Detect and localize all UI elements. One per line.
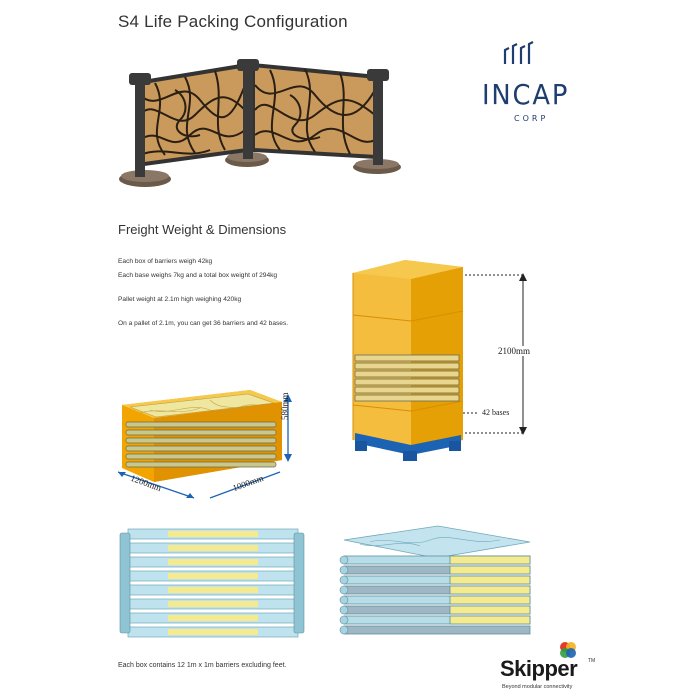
skipper-name: Skipper [500, 656, 578, 681]
info-line-2: Each base weighs 7kg and a total box wei… [118, 272, 278, 279]
box-height-label: 580mm [280, 392, 290, 420]
barrier-product-image [119, 59, 401, 187]
section-subtitle: Freight Weight & Dimensions [118, 222, 287, 237]
barrier-box-image [117, 390, 292, 499]
info-line-4: On a pallet of 2.1m, you can get 36 barr… [118, 320, 289, 327]
pallet-stack-image [352, 260, 527, 461]
incap-sub: CORP [514, 114, 549, 123]
footer-note: Each box contains 12 1m x 1m barriers ex… [118, 662, 287, 669]
skipper-tagline: Beyond modular connectivity [502, 684, 573, 690]
skipper-tm: TM [588, 658, 596, 664]
pallet-height-label: 2100mm [498, 346, 531, 356]
skipper-emblem-icon [560, 642, 576, 658]
page-title: S4 Life Packing Configuration [118, 12, 348, 31]
incap-logo: INCAP CORP [480, 40, 570, 130]
info-line-1: Each box of barriers weigh 42kg [118, 258, 213, 265]
stacked-barriers-image [339, 525, 531, 635]
flat-barriers-image [119, 528, 305, 638]
incap-name: INCAP [482, 78, 570, 111]
skipper-logo: Skipper TM Beyond modular connectivity [500, 640, 620, 696]
incap-emblem-icon [503, 41, 534, 64]
info-line-3: Pallet weight at 2.1m high weighing 420k… [118, 296, 242, 303]
pallet-bases-label: 42 bases [482, 408, 510, 417]
